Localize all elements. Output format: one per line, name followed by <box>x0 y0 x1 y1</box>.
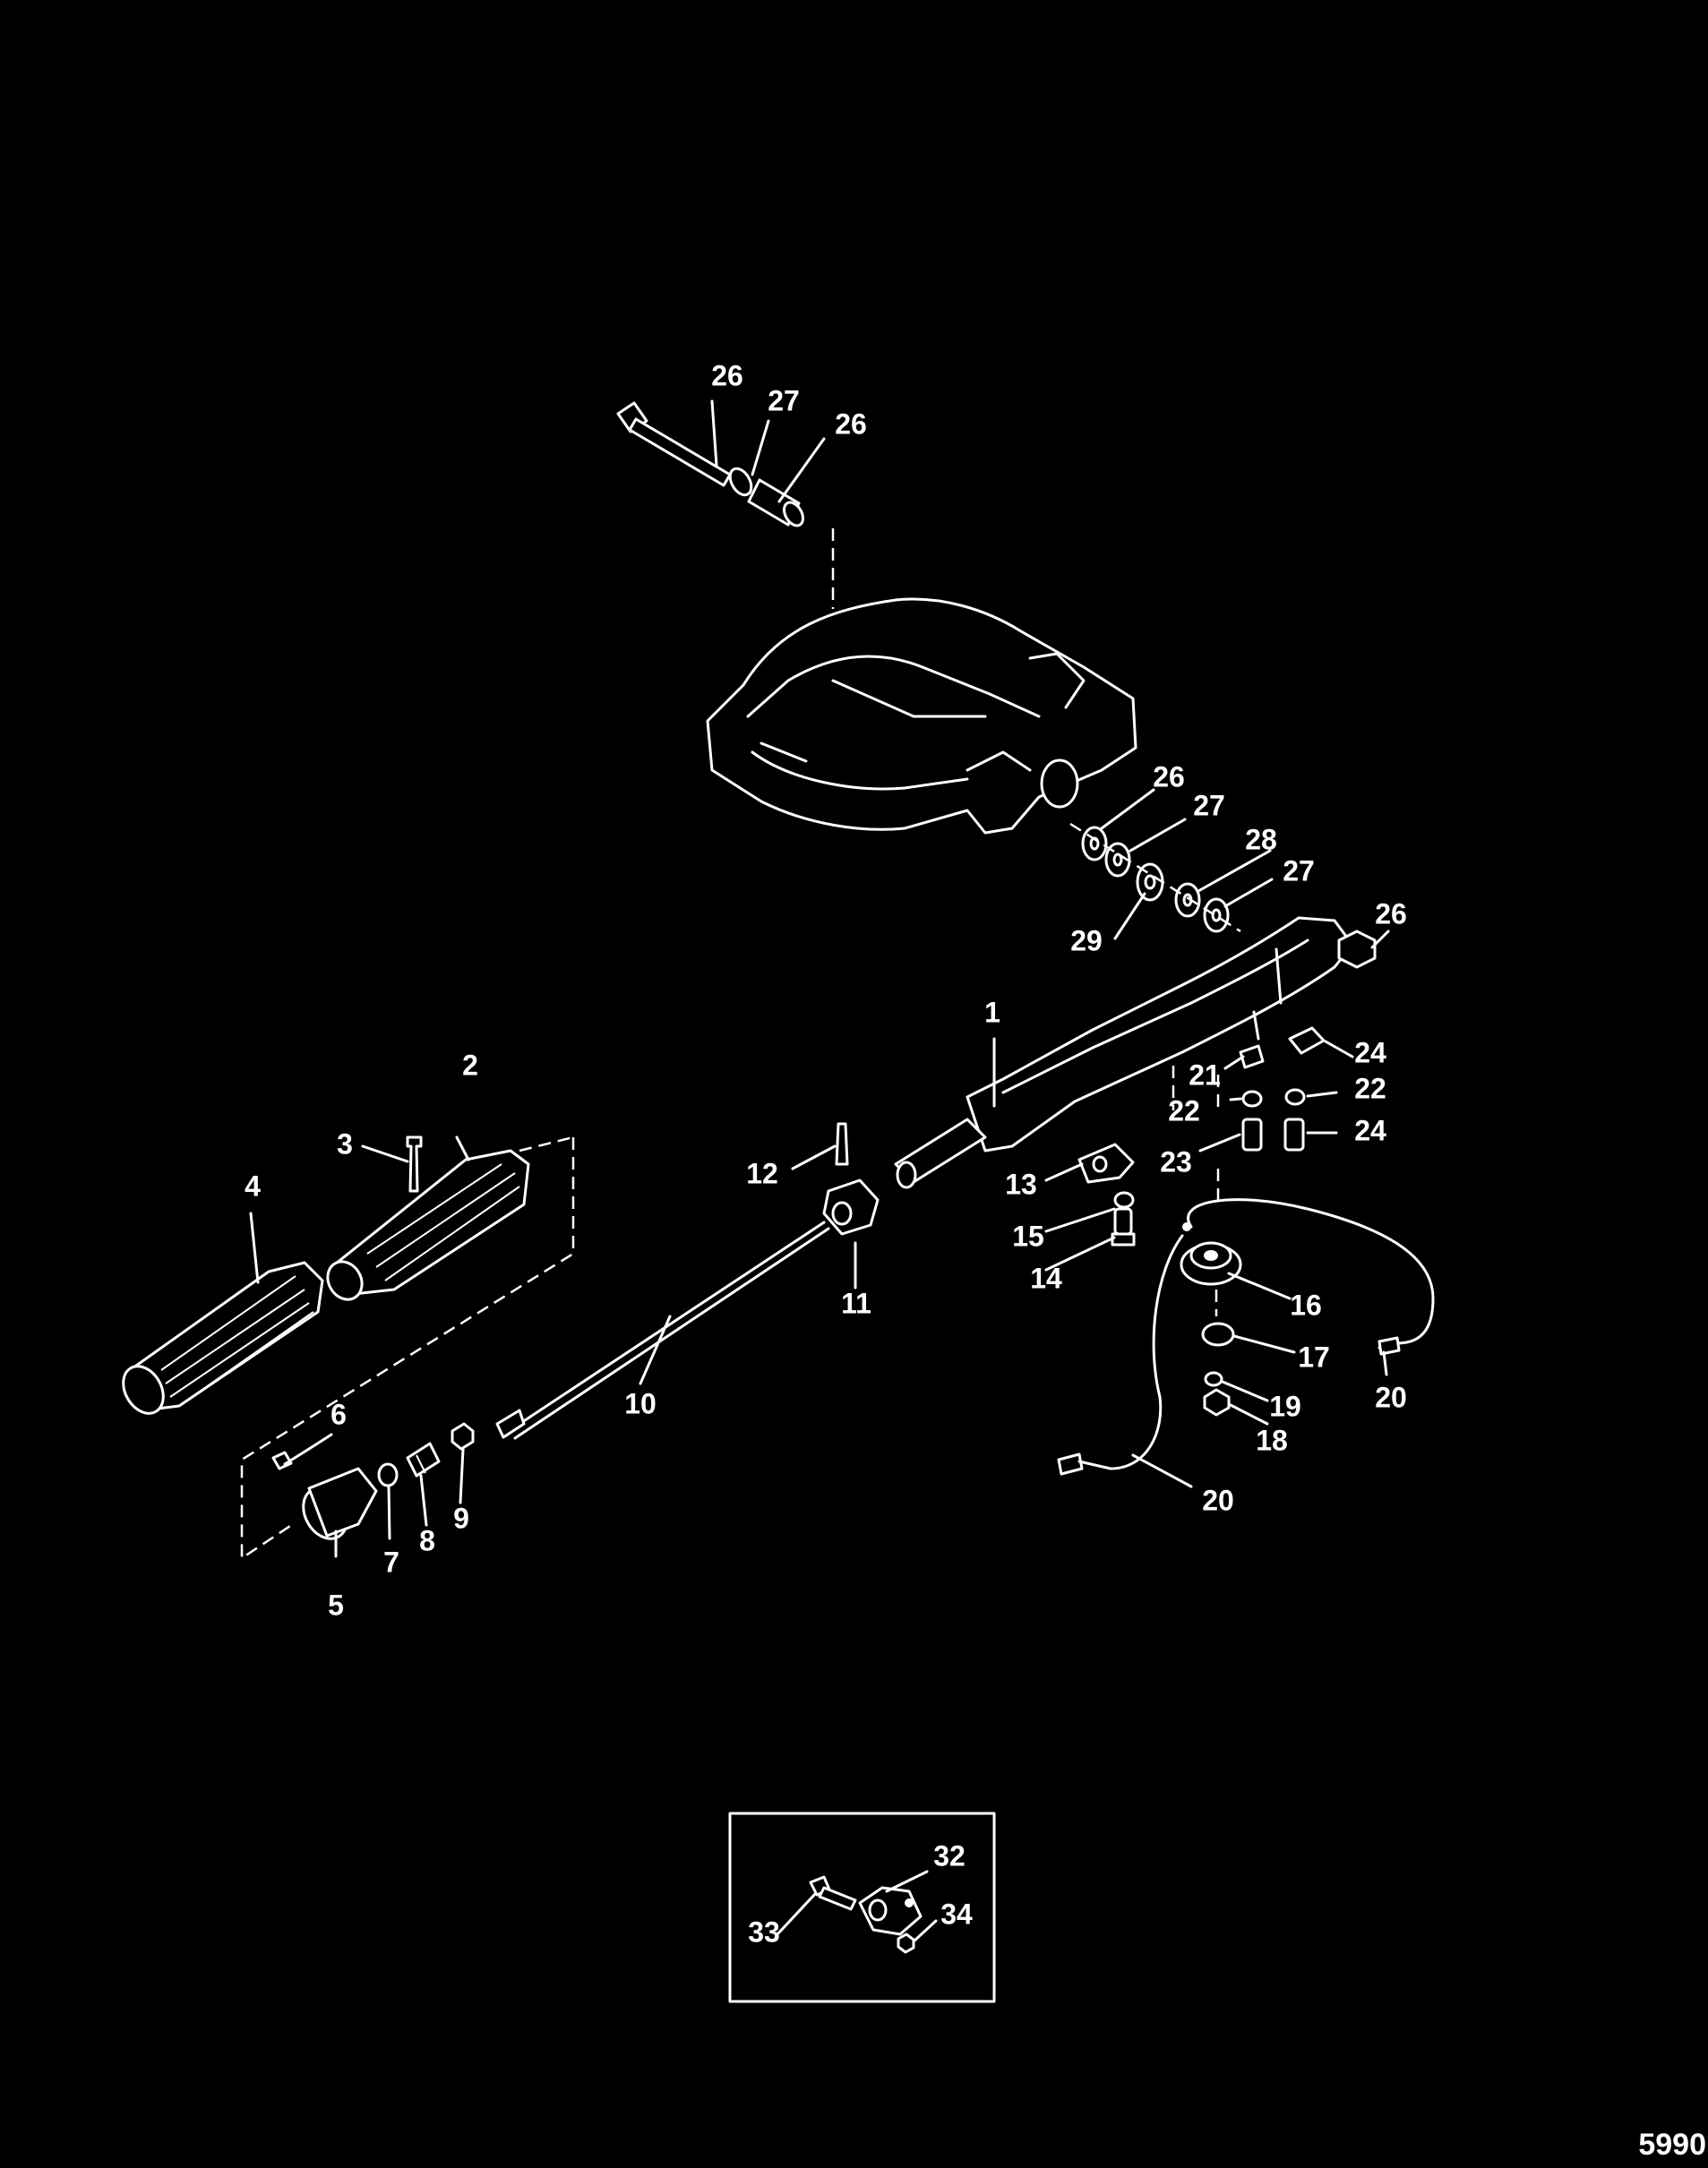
pin-12 <box>835 1122 849 1166</box>
callout-26b: 27 <box>1283 854 1315 887</box>
callout-22a: 22 <box>1168 1094 1200 1127</box>
inset-box <box>728 1812 996 2003</box>
callout-26a: 26 <box>1153 760 1185 793</box>
spring-8 <box>406 1442 441 1478</box>
callout-8: 8 <box>419 1524 435 1556</box>
cable-20 <box>1057 1198 1435 1476</box>
throttle-grip-4 <box>122 1261 324 1415</box>
bushing-29 <box>747 478 804 527</box>
callout-5: 5 <box>328 1589 344 1621</box>
callout-23: 24 <box>1354 1036 1386 1068</box>
bracket-23 <box>1288 1026 1326 1055</box>
callout-1: 1 <box>984 996 1000 1028</box>
washer-27a <box>1104 842 1131 878</box>
clip-21 <box>1239 1044 1265 1069</box>
callout-22b: 22 <box>1354 1072 1386 1104</box>
washer-22b <box>1284 1088 1306 1106</box>
callout-33: 33 <box>748 1915 780 1948</box>
washer-19 <box>1204 1371 1223 1387</box>
callout-34: 34 <box>940 1898 973 1930</box>
nut-34 <box>897 1932 915 1954</box>
callout-2: 2 <box>462 1049 478 1081</box>
callout-24b: 24 <box>1354 1114 1386 1146</box>
screw-24b <box>1283 1118 1305 1152</box>
screw-3 <box>406 1135 423 1193</box>
nut-18 <box>1203 1388 1231 1417</box>
callout-19: 19 <box>1269 1390 1301 1422</box>
callout-17: 17 <box>1298 1341 1330 1373</box>
nut-9 <box>451 1422 475 1451</box>
callout-9: 9 <box>453 1502 469 1534</box>
nut-25 <box>1337 930 1377 969</box>
screw-24a <box>1241 1118 1263 1152</box>
cap-5 <box>302 1467 378 1540</box>
callout-29: 26 <box>835 407 867 440</box>
washer-27b <box>1174 882 1201 918</box>
callout-11: 11 <box>841 1287 871 1319</box>
callout-21: 21 <box>1189 1058 1221 1091</box>
bolt-14 <box>1111 1207 1136 1247</box>
pulley-16 <box>1180 1241 1242 1286</box>
callout-4: 4 <box>245 1170 261 1202</box>
callout-27b: 28 <box>1245 823 1277 855</box>
callout-27a: 27 <box>1193 789 1225 821</box>
callout-20b: 20 <box>1202 1484 1234 1516</box>
bracket-13 <box>1077 1143 1135 1184</box>
callout-10: 10 <box>624 1387 657 1419</box>
washer-17 <box>1201 1322 1235 1347</box>
callout-25: 26 <box>1375 897 1407 930</box>
callout-13: 13 <box>1005 1168 1037 1200</box>
callout-14: 14 <box>1030 1262 1062 1294</box>
callout-7: 7 <box>383 1546 399 1578</box>
callout-24a: 23 <box>1160 1145 1192 1178</box>
callout-18: 18 <box>1256 1424 1288 1456</box>
callout-20a: 20 <box>1375 1381 1407 1413</box>
washer-7 <box>377 1462 399 1487</box>
callout-15: 15 <box>1012 1220 1044 1252</box>
washer-26b <box>1203 897 1230 933</box>
callout-3: 3 <box>337 1127 353 1160</box>
callout-32: 32 <box>933 1839 966 1872</box>
washer-22a <box>1241 1090 1263 1108</box>
callout-31: 27 <box>768 384 800 416</box>
tiller-bracket <box>706 597 1137 835</box>
callout-28: 29 <box>1070 924 1103 956</box>
bracket-32 <box>858 1886 923 1936</box>
gear-11 <box>822 1178 880 1236</box>
callout-12: 12 <box>746 1157 778 1189</box>
leader-lines <box>249 399 1390 1943</box>
bolt-30 <box>616 401 732 487</box>
tiller-arm-1 <box>894 916 1354 1189</box>
bolt-33 <box>809 1875 857 1911</box>
washer-15 <box>1113 1191 1135 1209</box>
washer-31 <box>728 467 753 497</box>
callout-6: 6 <box>330 1398 347 1430</box>
callout-16: 16 <box>1290 1289 1322 1321</box>
callout-30: 26 <box>711 359 743 391</box>
throttle-tube-2 <box>326 1149 530 1301</box>
figure-number: 5990 <box>1638 2128 1706 2162</box>
washer-26a <box>1081 826 1108 861</box>
